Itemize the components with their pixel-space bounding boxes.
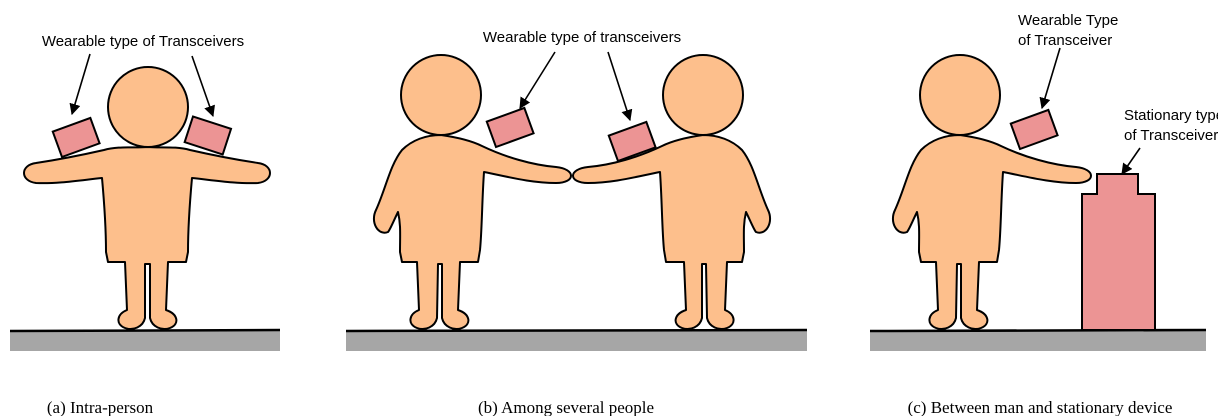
body-b-left: [372, 134, 572, 330]
panel-b: Wearable type of transceivers (b) Among …: [345, 29, 808, 416]
body-a: [23, 146, 271, 330]
body-c: [891, 134, 1092, 330]
transceiver-right-shoulder: [183, 115, 233, 156]
person-a: [23, 66, 271, 330]
head-c: [919, 54, 1001, 136]
transceiver-b-right: [607, 120, 657, 163]
arrow-c-stationary: [1121, 147, 1141, 175]
panel-c: Wearable Type of Transceiver Stationary …: [869, 12, 1218, 416]
caption-a: (a) Intra-person: [47, 398, 154, 416]
person-c: [891, 54, 1092, 330]
caption-b: (b) Among several people: [478, 398, 654, 416]
person-b-right: [572, 54, 772, 330]
head-b-left: [400, 54, 482, 136]
label-c-wearable-line2: of Transceiver: [1018, 32, 1112, 49]
label-c-stationary-line1: Stationary type: [1124, 107, 1218, 124]
person-b-left: [372, 54, 572, 330]
ground-c: [870, 331, 1206, 351]
arrow-c-wearable: [1039, 47, 1061, 110]
caption-c: (c) Between man and stationary device: [908, 398, 1173, 416]
transceiver-b-left: [485, 106, 535, 149]
ground-a: [10, 331, 280, 351]
arrow-a-right: [191, 55, 215, 118]
label-c-wearable-line1: Wearable Type: [1018, 12, 1118, 29]
label-c-stationary-line2: of Transceiver: [1124, 127, 1218, 144]
body-b-right: [572, 134, 772, 330]
arrow-b-right: [607, 51, 633, 122]
panel-a: Wearable type of Transceivers (a) Intra-…: [9, 33, 281, 416]
head-a: [107, 66, 189, 148]
transceiver-c-wearable: [1009, 108, 1059, 151]
ground-b: [346, 331, 807, 351]
label-a-wearable: Wearable type of Transceivers: [42, 33, 244, 50]
arrow-b-left: [519, 51, 556, 109]
transceiver-left-shoulder: [51, 116, 101, 159]
stationary-device: [1081, 173, 1156, 331]
arrow-a-left: [69, 53, 91, 116]
head-b-right: [662, 54, 744, 136]
label-b-wearable: Wearable type of transceivers: [483, 29, 681, 46]
